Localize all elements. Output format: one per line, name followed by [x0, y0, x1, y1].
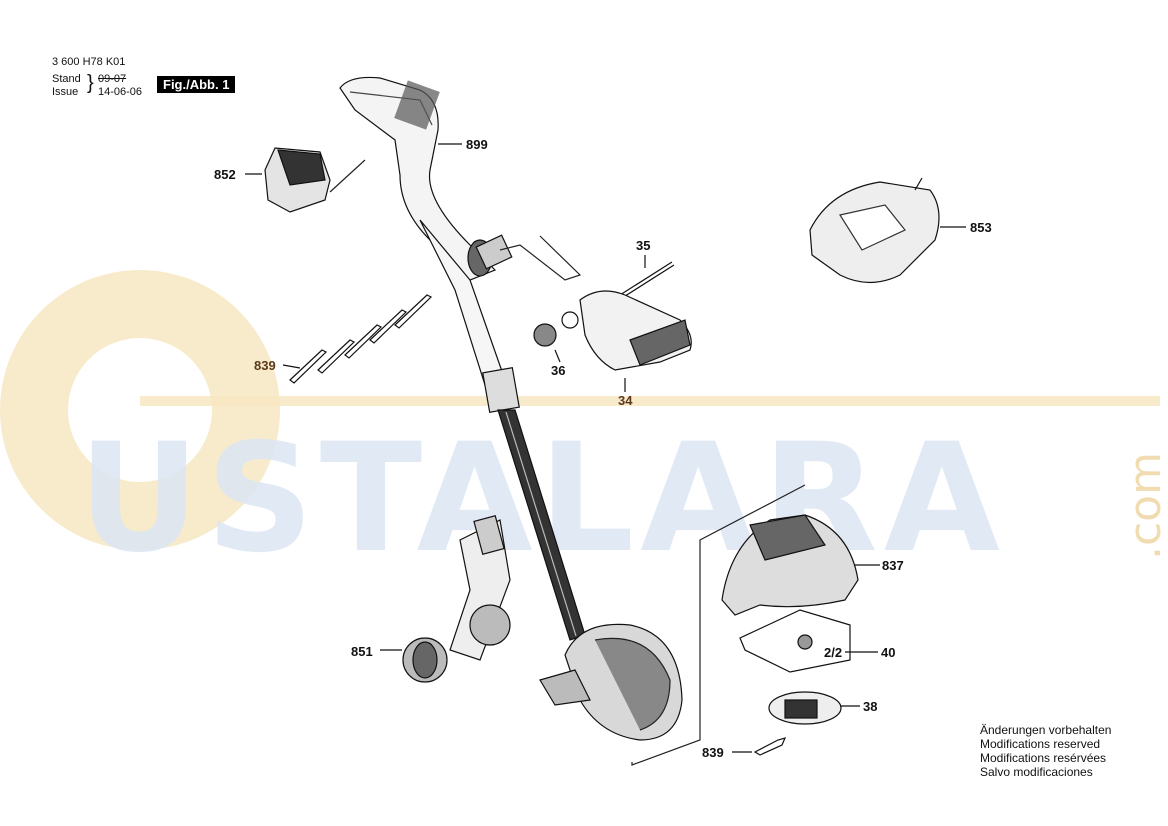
part-label-853: 853 — [970, 220, 992, 235]
notice-line-de: Änderungen vorbehalten — [980, 723, 1112, 737]
notice-line-fr: Modifications resérvées — [980, 751, 1107, 765]
old-date: 09-07 — [98, 73, 127, 85]
part-label-851: 851 — [351, 644, 373, 659]
handle-upper — [339, 76, 497, 281]
brace: } — [87, 72, 94, 94]
blades — [289, 294, 433, 384]
part-label-839-blades: 839 — [254, 358, 276, 373]
part-label-839-key: 839 — [702, 745, 724, 760]
spring-clip — [739, 609, 851, 673]
notice-line-es: Salvo modificaciones — [980, 765, 1093, 779]
stand-label: Stand — [52, 73, 81, 85]
figure-badge: Fig./Abb. 1 — [157, 76, 236, 93]
part-label-36: 36 — [551, 363, 566, 378]
part-label-899: 899 — [466, 137, 488, 152]
modification-notice: Änderungen vorbehalten Modifications res… — [980, 723, 1111, 779]
part-label-38: 38 — [863, 699, 878, 714]
nut — [533, 323, 557, 347]
part-label-852: 852 — [214, 167, 236, 182]
part-number-code: 3 600 H78 K01 — [52, 56, 126, 68]
notice-line-en: Modifications reserved — [980, 737, 1101, 751]
edge-guide — [449, 519, 511, 661]
part-label-40: 40 — [881, 645, 896, 660]
part-label-35: 35 — [636, 238, 651, 253]
issue-date: 14-06-06 — [98, 86, 143, 98]
issue-label: Issue — [52, 86, 79, 98]
part-label-34: 34 — [618, 393, 633, 408]
bolt — [619, 261, 673, 296]
part-label-2-2: 2/2 — [824, 645, 843, 660]
part-label-837: 837 — [882, 558, 904, 573]
